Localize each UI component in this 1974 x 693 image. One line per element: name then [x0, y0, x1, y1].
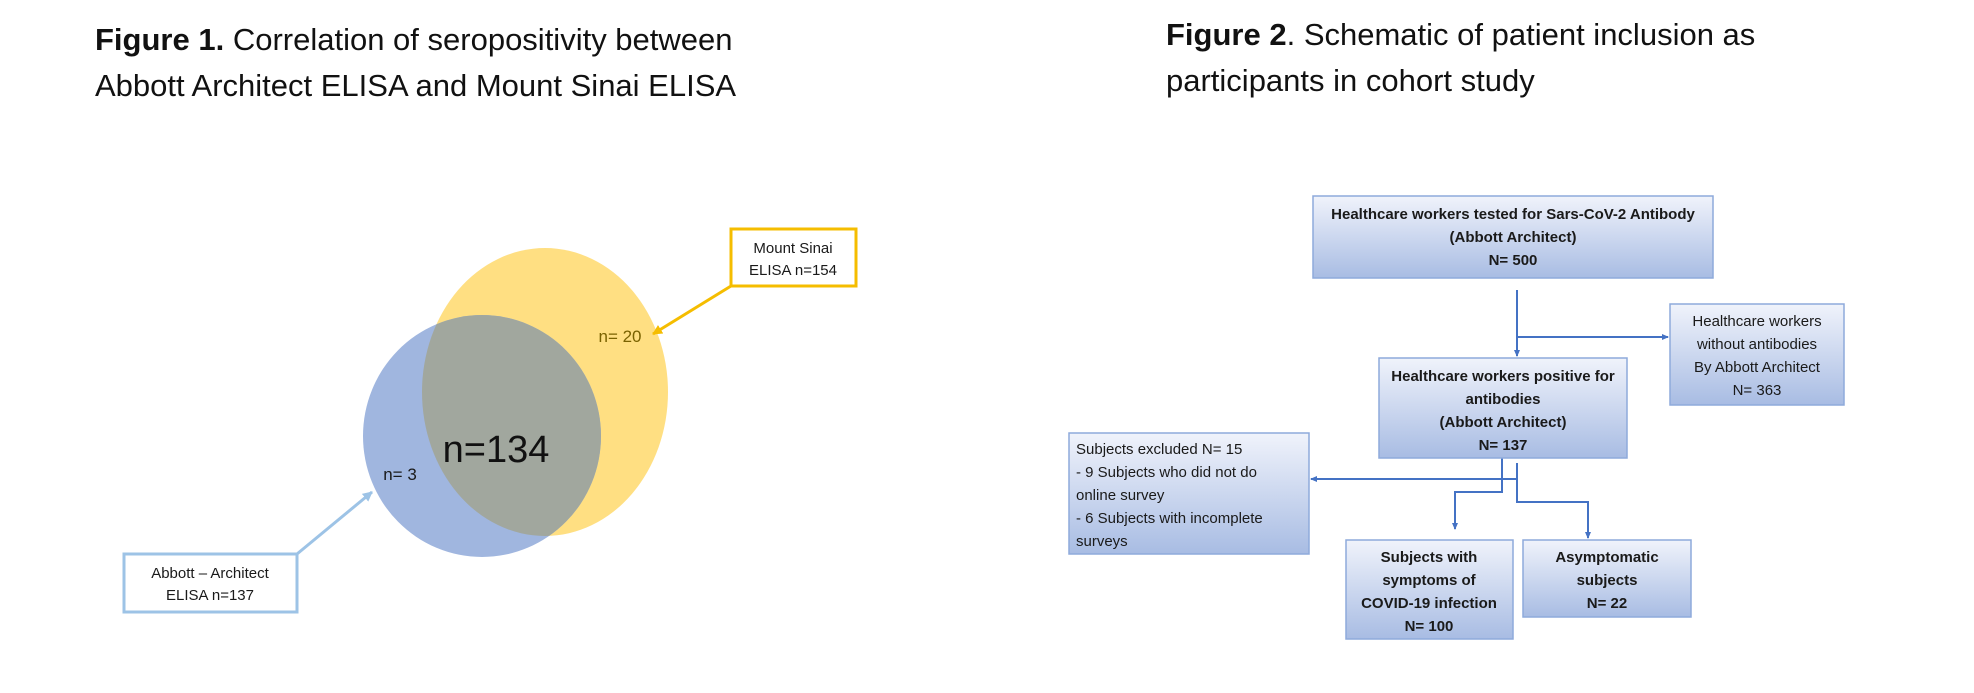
box-asymptomatic-line: subjects [1577, 572, 1638, 589]
box-symptomatic-line: COVID-19 infection [1361, 595, 1497, 612]
box-excluded-line: online survey [1076, 487, 1165, 504]
figure2-label: Figure 2 [1166, 17, 1287, 52]
connector-to-asymptomatic [1516, 463, 1591, 539]
flowchart-connectors [1310, 290, 1669, 539]
venn-diagram: n=134 n= 3 n= 20 Mount Sinai ELISA n=154… [122, 227, 858, 614]
sinai-arrow [652, 284, 732, 336]
box-excluded-line: - 9 Subjects who did not do [1076, 464, 1257, 481]
box-excluded-line: surveys [1076, 533, 1128, 550]
box-asymptomatic: Asymptomatic subjects N= 22 [1522, 539, 1692, 618]
box-positive-count: N= 137 [1479, 437, 1528, 454]
figure1-title-line1: Correlation of seropositivity between [224, 22, 733, 57]
figure1-title: Figure 1. Correlation of seropositivity … [95, 17, 736, 109]
box-negative-line: without antibodies [1696, 336, 1817, 353]
box-excluded-line: Subjects excluded N= 15 [1076, 441, 1242, 458]
box-positive-line: (Abbott Architect) [1440, 414, 1567, 431]
box-tested-line: (Abbott Architect) [1450, 229, 1577, 246]
box-tested-count: N= 500 [1489, 252, 1538, 269]
figure2-title-line1: . Schematic of patient inclusion as [1286, 17, 1756, 52]
box-symptomatic-line: Subjects with [1381, 549, 1478, 566]
box-tested-line: Healthcare workers tested for Sars-CoV-2… [1331, 206, 1695, 223]
box-symptomatic-line: symptoms of [1382, 572, 1476, 589]
box-asymptomatic-line: Asymptomatic [1555, 549, 1658, 566]
box-excluded-line: - 6 Subjects with incomplete [1076, 510, 1263, 527]
venn-sinai-only-count: n= 20 [598, 327, 641, 346]
figure2-title-line2: participants in cohort study [1166, 63, 1535, 98]
box-positive: Healthcare workers positive for antibodi… [1378, 357, 1628, 459]
connector-to-symptomatic [1452, 458, 1503, 530]
box-symptomatic: Subjects with symptoms of COVID-19 infec… [1345, 539, 1514, 640]
sinai-label-box [729, 227, 858, 288]
box-negative-line: By Abbott Architect [1694, 359, 1821, 376]
abbott-label-box [122, 552, 299, 614]
venn-abbott-only-count: n= 3 [383, 465, 417, 484]
venn-overlap [422, 315, 601, 536]
box-negative: Healthcare workers without antibodies By… [1669, 303, 1845, 406]
figure1-title-line2: Abbott Architect ELISA and Mount Sinai E… [95, 68, 737, 103]
box-excluded: Subjects excluded N= 15 - 9 Subjects who… [1068, 432, 1310, 555]
venn-intersection-count: n=134 [443, 429, 550, 471]
box-negative-count: N= 363 [1733, 382, 1782, 399]
figure2-title: Figure 2. Schematic of patient inclusion… [1166, 12, 1755, 104]
abbott-label-line2: ELISA n=137 [166, 587, 254, 604]
box-asymptomatic-count: N= 22 [1587, 595, 1627, 612]
box-positive-line: antibodies [1465, 391, 1540, 408]
sinai-label-line1: Mount Sinai [753, 240, 832, 257]
abbott-label-line1: Abbott – Architect [151, 565, 269, 582]
box-positive-line: Healthcare workers positive for [1391, 368, 1615, 385]
box-tested: Healthcare workers tested for Sars-CoV-2… [1312, 195, 1714, 279]
box-symptomatic-count: N= 100 [1405, 618, 1454, 635]
abbott-arrow [296, 490, 373, 556]
figure1-label: Figure 1. [95, 22, 225, 57]
sinai-label-line2: ELISA n=154 [749, 262, 837, 279]
box-negative-line: Healthcare workers [1692, 313, 1821, 330]
